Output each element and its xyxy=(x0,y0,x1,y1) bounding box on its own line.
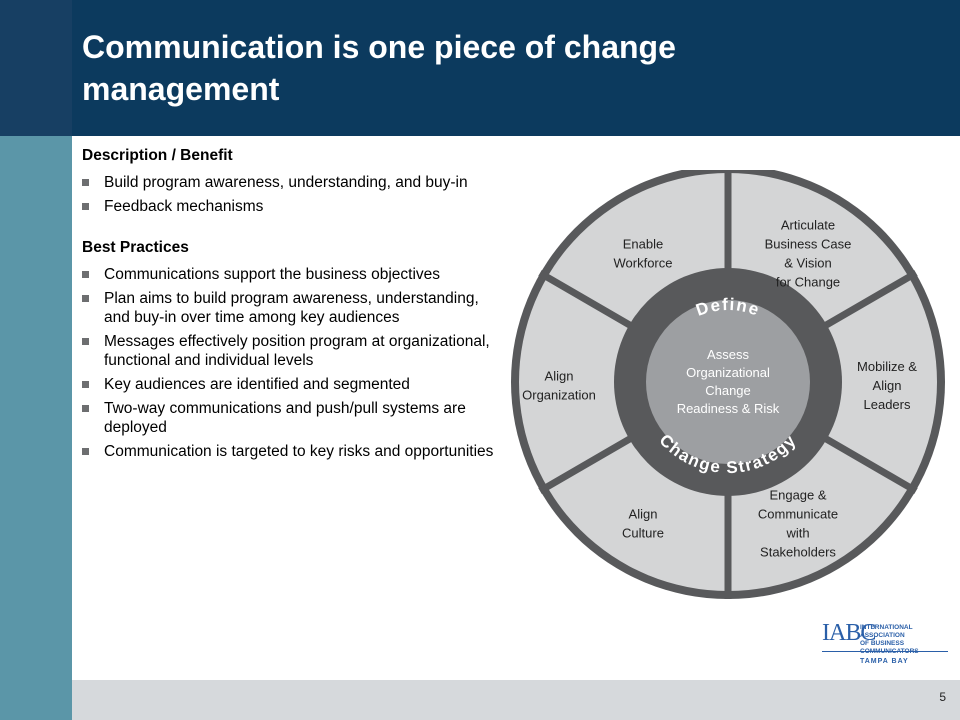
bullet-square-icon xyxy=(82,338,89,345)
page-number: 5 xyxy=(939,690,946,704)
bullet-square-icon xyxy=(82,179,89,186)
left-accent-bar-top xyxy=(0,0,72,136)
description-heading: Description / Benefit xyxy=(82,147,233,164)
list-item: Key audiences are identified and segment… xyxy=(82,375,502,394)
center-circle xyxy=(646,300,810,464)
logo-chapter: TAMPA BAY xyxy=(860,658,909,665)
list-item: Communication is targeted to key risks a… xyxy=(82,442,502,461)
bullet-square-icon xyxy=(82,271,89,278)
best-practices-list: Communications support the business obje… xyxy=(82,265,502,461)
bullet-square-icon xyxy=(82,381,89,388)
list-item: Two-way communications and push/pull sys… xyxy=(82,399,502,437)
list-item: Build program awareness, understanding, … xyxy=(82,173,502,192)
description-list: Build program awareness, understanding, … xyxy=(82,173,502,216)
bullet-square-icon xyxy=(82,295,89,302)
list-item: Plan aims to build program awareness, un… xyxy=(82,289,502,327)
footer-band: 5 xyxy=(72,680,960,720)
list-item: Communications support the business obje… xyxy=(82,265,502,284)
content-column: Description / Benefit Build program awar… xyxy=(82,146,502,483)
logo-mark: IABC xyxy=(822,620,876,646)
best-practices-heading: Best Practices xyxy=(82,239,189,256)
list-item: Messages effectively position program at… xyxy=(82,332,502,370)
bullet-square-icon xyxy=(82,448,89,455)
slide-title: Communication is one piece of change man… xyxy=(82,29,676,107)
list-item: Feedback mechanisms xyxy=(82,197,502,216)
iabc-logo: IABC INTERNATIONAL ASSOCIATION OF BUSINE… xyxy=(820,618,950,674)
logo-rule xyxy=(822,651,948,652)
title-band xyxy=(72,0,960,136)
bullet-square-icon xyxy=(82,203,89,210)
bullet-square-icon xyxy=(82,405,89,412)
